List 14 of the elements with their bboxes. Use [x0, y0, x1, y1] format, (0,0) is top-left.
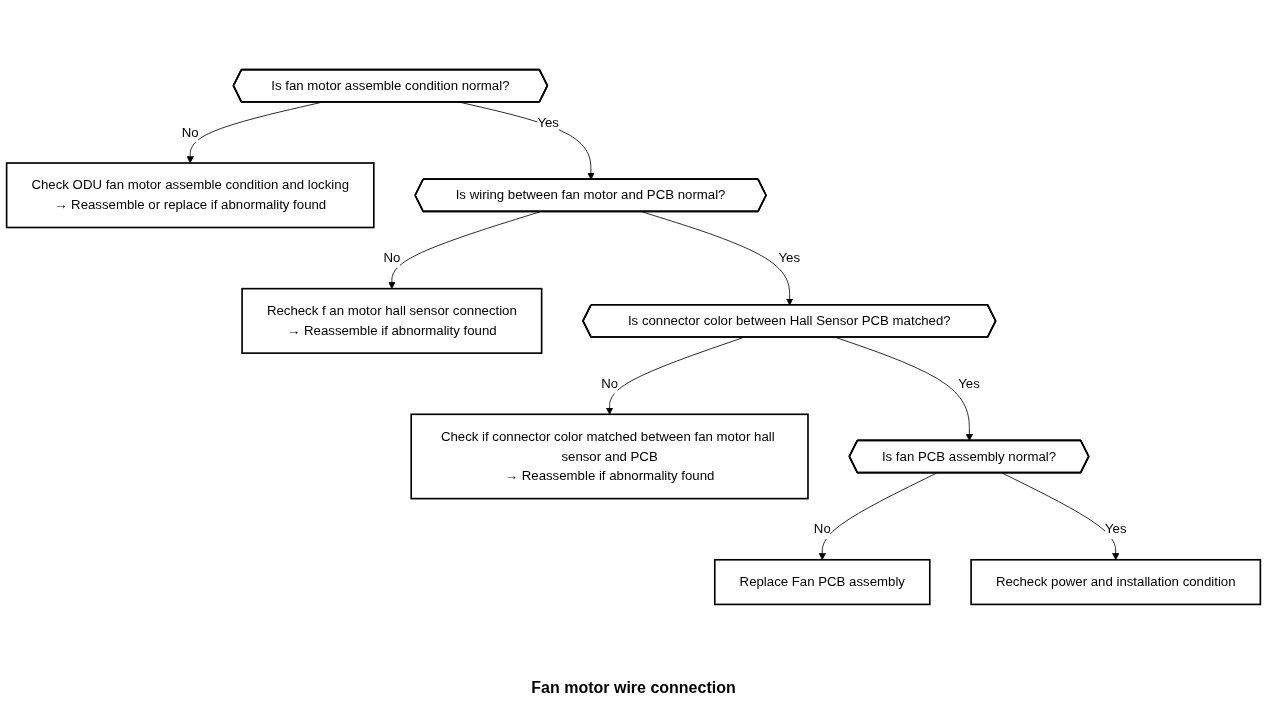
node-box: Recheck power and installation condition: [970, 559, 1262, 606]
edge-label: No: [181, 125, 199, 140]
node-box: Recheck f an motor hall sensor connection → Reassemble if abnormality found: [241, 288, 543, 355]
section-heading: Fan motor wire connection: [531, 679, 736, 697]
edge-label: No: [601, 376, 619, 391]
edge-label: Yes: [1104, 522, 1127, 537]
edge-label: No: [383, 251, 401, 266]
node-box: Check ODU fan motor assemble condition and locking → Reassemble or replace if abnormality found: [5, 162, 375, 229]
edge-label: Yes: [958, 376, 980, 391]
node-box: Check if connector color matched between fan motor hall sensor and PCB → Reassemble if abnormality found: [410, 413, 809, 500]
edge-label: Yes: [537, 115, 559, 130]
node-box: Replace Fan PCB assembly: [713, 559, 931, 606]
edge-label: Yes: [778, 251, 801, 266]
edge-label: No: [813, 522, 831, 537]
